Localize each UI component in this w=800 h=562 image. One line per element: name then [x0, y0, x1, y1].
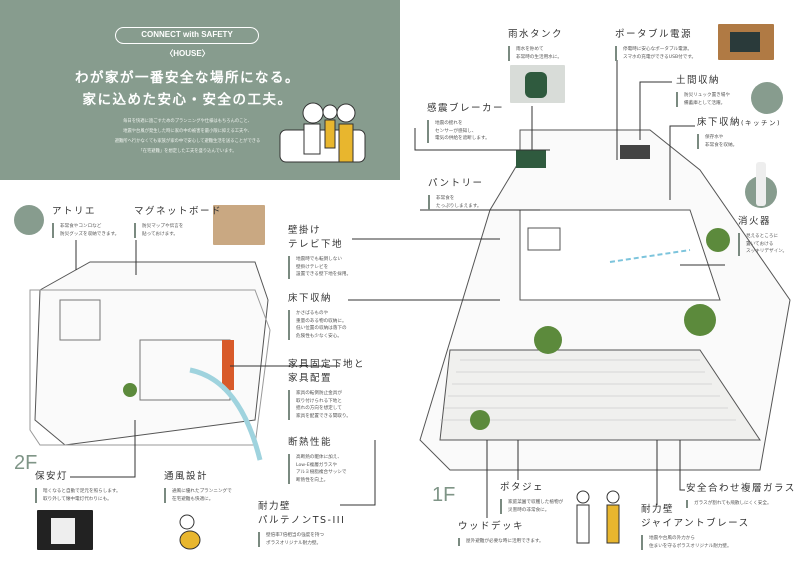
headline-2: 家に込めた安心・安全の工夫。	[82, 92, 293, 108]
callout-safety-light: 保安灯暗くなると自動で足元を照らします。取り外して懐中電灯代わりにも。	[35, 471, 121, 503]
rain-tank-photo	[510, 65, 565, 103]
callout-doma-storage: 土間収納防災リュック置き場や備蓄庫として活躍。	[676, 75, 730, 107]
callout-furniture: 家具固定下地と家具配置家具の転倒防止金具が取り付けられる下地と揺れの方向を想定し…	[288, 359, 366, 420]
floor-label-2f: 2F	[14, 452, 38, 474]
house-label: 〈HOUSE〉	[165, 49, 210, 58]
extinguisher-photo	[745, 162, 777, 208]
callout-bearing-wall-1f: 耐力壁ジャイアントブレース地震や台風の外力から住まいを守るポラスオリジナル耐力壁…	[641, 504, 750, 550]
callout-portable-power: ポータブル電源停電時に安心なポータブル電源。スマホの充電ができるUSB付です。	[615, 29, 697, 61]
magnet-board-photo	[213, 205, 265, 245]
badge: CONNECT with SAFETY	[115, 27, 259, 44]
callout-wood-deck: ウッドデッキ屋外避難が必要な時に活用できます。	[458, 521, 544, 546]
callout-magnet-board: マグネットボード防災マップや伝言を貼っておけます。	[134, 206, 223, 238]
callout-rain-tank: 雨水タンク雨水を貯めて非常時の生活用水に。	[508, 29, 564, 61]
lead-text: 毎日を快適に過ごすためのプランニングや仕様はもちろんのこと、地震や台風が発生した…	[114, 119, 261, 154]
callout-kitchen-underfloor: 床下収納(キッチン)保存水や非常食を収納。	[697, 117, 782, 149]
floor-label-1f: 1F	[432, 484, 456, 506]
callout-atelier: アトリエ非常食やコンロなど防災グッズを収納できます。	[52, 206, 120, 238]
safety-light-photo	[37, 510, 93, 550]
callout-underfloor-storage: 床下収納かさばるものや重量のある物の収納に。低い位置の収納は落下の危険性も少なく…	[288, 293, 347, 340]
callout-insulation: 断熱性能高断熱の躯体に加え、Low-E複層ガラスやアルミ樹脂複合サッシで断熱性を…	[288, 437, 347, 484]
callout-tv-wall: 壁掛けテレビ下地地震時でも転倒しない壁掛けテレビを設置できる壁下地を採用。	[288, 225, 352, 279]
callout-safety-glass: 安全合わせ複層ガラスガラスが割れても飛散しにくく安全。	[686, 483, 796, 508]
food-pack-icon	[751, 82, 783, 114]
bottle-icon	[14, 205, 44, 235]
portable-power-photo	[718, 24, 774, 60]
callout-ventilation: 通風設計通風に優れたプランニングで在宅避難も快適に。	[164, 471, 232, 503]
callout-extinguisher: 消火器見えるところに置いておけるスッキリデザイン。	[738, 216, 788, 256]
family-illustration	[279, 102, 366, 163]
headline-1: わが家が一番安全な場所になる。	[75, 70, 300, 86]
callout-pantry: パントリー非常食をたっぷりしまえます。	[428, 178, 484, 210]
callout-potager: ポタジェ家庭菜園で収穫した植物が災害時の非常食に。	[500, 482, 564, 514]
hero-panel: CONNECT with SAFETY 〈HOUSE〉 わが家が一番安全な場所に…	[0, 0, 400, 180]
callout-quake-breaker: 感震ブレーカー地震の揺れをセンサーが感知し、電気の供給を遮断します。	[427, 103, 505, 143]
